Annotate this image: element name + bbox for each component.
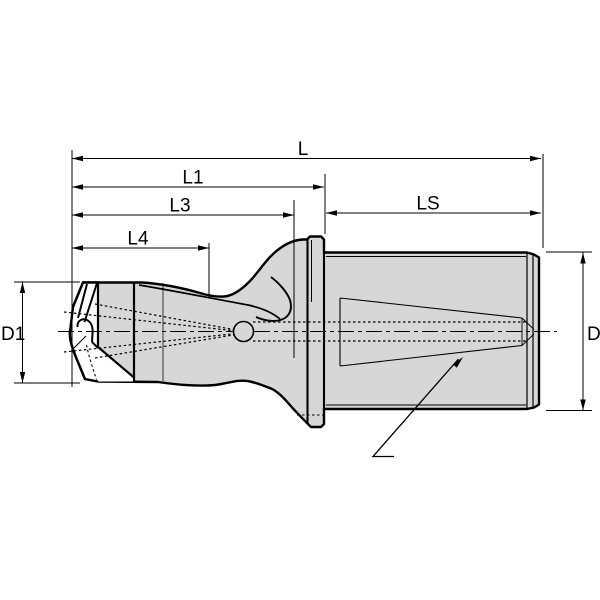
leader-arrow xyxy=(371,357,463,458)
flange-lines xyxy=(297,239,326,424)
leader-arrowhead xyxy=(453,357,463,368)
dimension-L: L xyxy=(72,139,541,162)
insert-pocket-window xyxy=(69,282,134,382)
flute-curves xyxy=(138,276,292,322)
dimension-L1: L1 xyxy=(72,168,324,190)
dimension-D: D xyxy=(580,252,600,411)
coolant-hole-circle xyxy=(232,320,255,343)
shank-lines xyxy=(326,253,534,409)
label-L: L xyxy=(298,139,309,160)
dimension-L4: L4 xyxy=(72,229,209,251)
extension-lines xyxy=(14,150,592,411)
label-L1: L1 xyxy=(182,168,203,189)
label-D1: D1 xyxy=(1,324,25,345)
coolant-channel-lines xyxy=(63,303,527,359)
internal-taper xyxy=(339,297,535,367)
dimension-D1: D1 xyxy=(1,282,25,383)
flute-runout-curve xyxy=(255,276,292,322)
label-D: D xyxy=(587,324,600,345)
dimension-L3: L3 xyxy=(72,196,294,218)
label-L4: L4 xyxy=(127,229,149,250)
label-L3: L3 xyxy=(169,196,190,217)
label-LS: LS xyxy=(416,194,439,215)
dimension-LS: LS xyxy=(326,194,541,216)
